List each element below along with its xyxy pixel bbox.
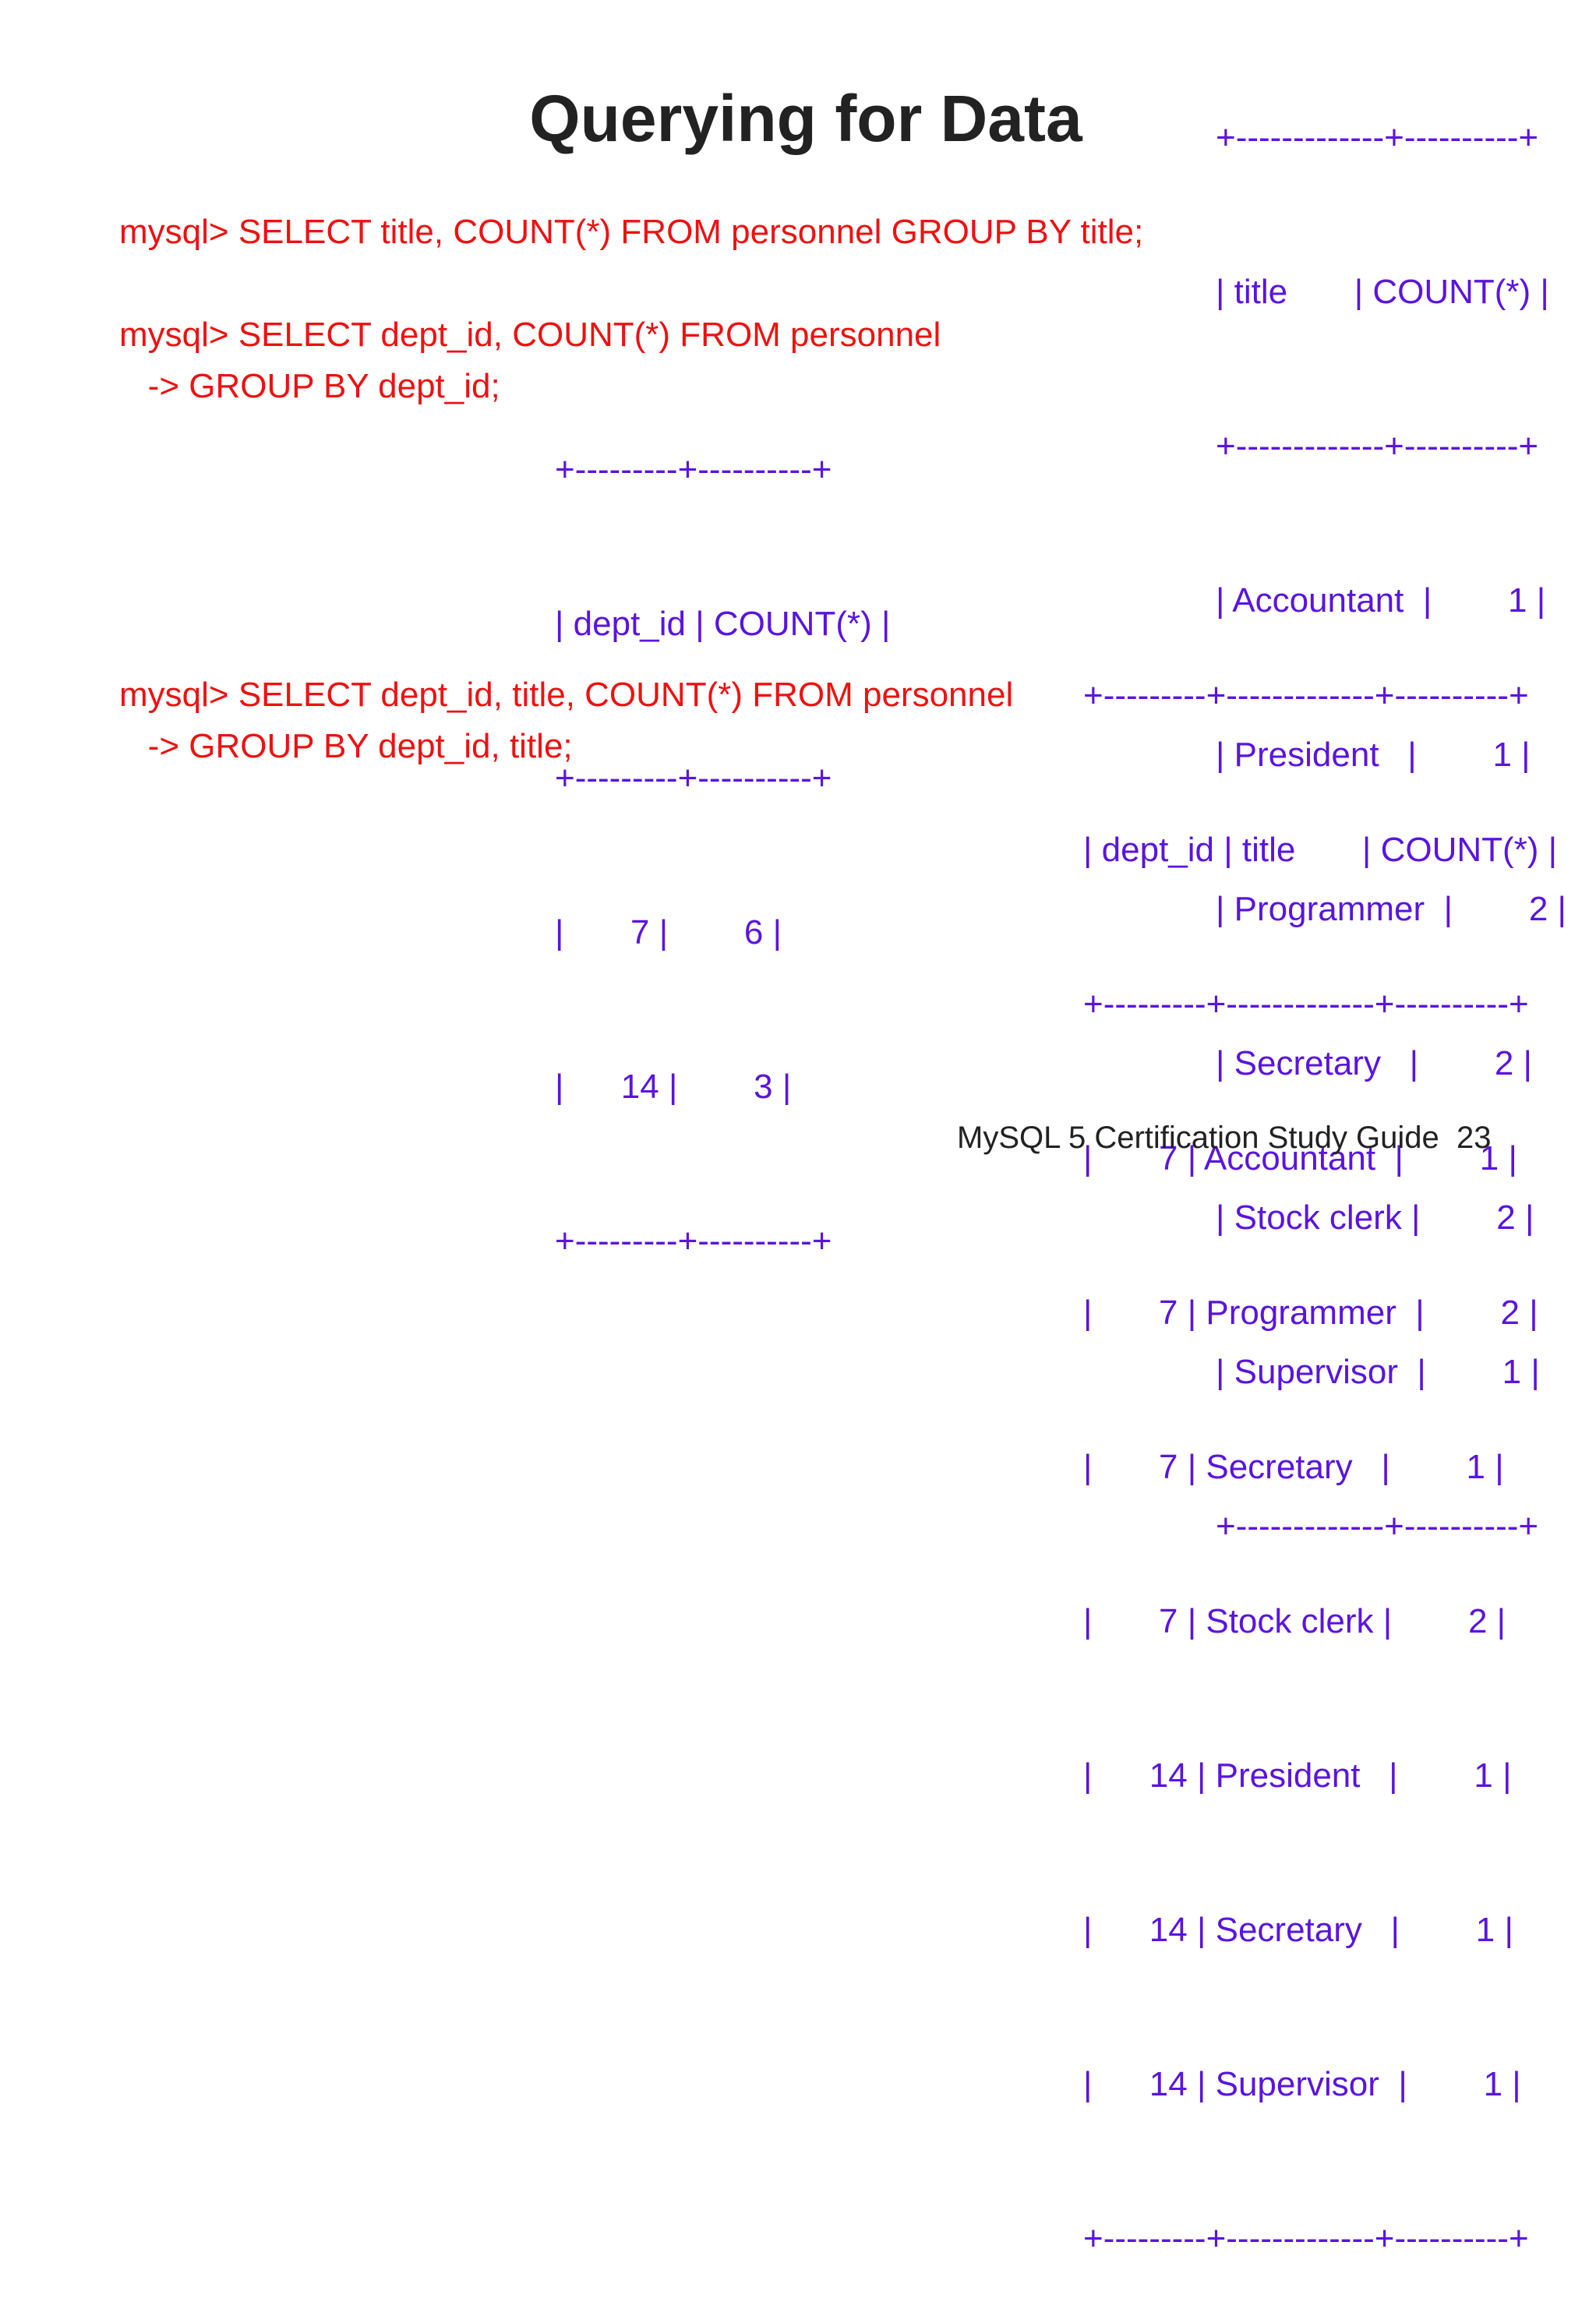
- table-row: +---------+----------+: [555, 1222, 832, 1260]
- table-row: +---------+-------------+----------+: [1083, 676, 1529, 715]
- table-row: | Accountant | 1 |: [1216, 581, 1546, 620]
- query-3-line-1: mysql> SELECT dept_id, title, COUNT(*) F…: [119, 676, 1014, 714]
- table-row: | Programmer | 2 |: [1216, 890, 1566, 928]
- query-1-line-1: mysql> SELECT title, COUNT(*) FROM perso…: [119, 213, 1144, 251]
- table-row: | 7 | Accountant | 1 |: [1083, 1139, 1517, 1177]
- query-3-line-2: -> GROUP BY dept_id, title;: [119, 727, 573, 765]
- table-row: +-------------+----------+: [1216, 427, 1539, 465]
- table-row: | President | 1 |: [1216, 736, 1531, 774]
- result-table-by-dept-title: +---------+-------------+----------+ | d…: [1083, 567, 1557, 2316]
- table-row: | 14 | Supervisor | 1 |: [1083, 2065, 1521, 2103]
- table-row: | 7 | Stock clerk | 2 |: [1083, 1602, 1506, 1640]
- table-row: +---------+-------------+----------+: [1083, 2219, 1529, 2258]
- table-row: | 14 | 3 |: [555, 1068, 792, 1106]
- table-row: | 7 | 6 |: [555, 913, 782, 951]
- query-2-line-2: -> GROUP BY dept_id;: [119, 367, 500, 405]
- slide-footer: MySQL 5 Certification Study Guide 23: [957, 1121, 1492, 1155]
- table-row: +---------+----------+: [555, 450, 832, 489]
- table-row: | 7 | Programmer | 2 |: [1083, 1294, 1538, 1332]
- table-row: +---------+----------+: [555, 759, 832, 797]
- table-row: | title | COUNT(*) |: [1216, 273, 1549, 311]
- table-row: +---------+-------------+----------+: [1083, 985, 1529, 1023]
- table-row: | 14 | President | 1 |: [1083, 1756, 1512, 1795]
- table-row: | dept_id | COUNT(*) |: [555, 605, 891, 643]
- query-2-line-1: mysql> SELECT dept_id, COUNT(*) FROM per…: [119, 316, 941, 354]
- slide-title: Querying for Data: [529, 82, 1082, 155]
- table-row: | Secretary | 2 |: [1216, 1044, 1532, 1082]
- table-row: +-------------+----------+: [1216, 118, 1539, 157]
- table-row: | dept_id | title | COUNT(*) |: [1083, 831, 1558, 869]
- result-table-by-dept: +---------+----------+ | dept_id | COUNT…: [555, 341, 890, 1319]
- table-row: | 7 | Secretary | 1 |: [1083, 1448, 1504, 1486]
- table-row: | 14 | Secretary | 1 |: [1083, 1911, 1513, 1949]
